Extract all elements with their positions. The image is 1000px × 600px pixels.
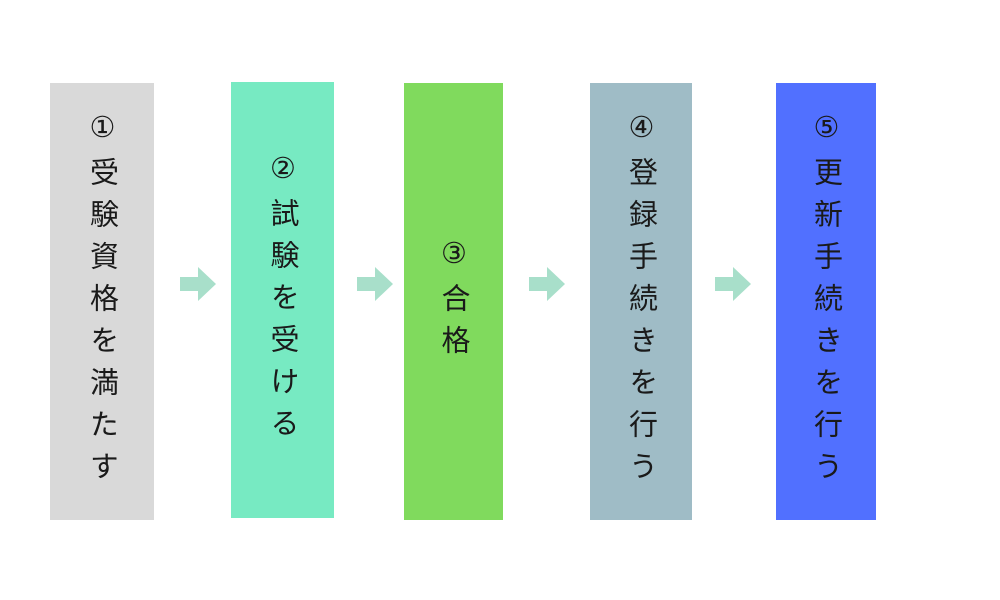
arrow-right-icon [715, 267, 751, 301]
step-3-box: ③合格 [404, 83, 503, 520]
step-4-label: ④登録手続きを行う [624, 110, 659, 493]
step-2-label: ②試験を受ける [266, 150, 300, 450]
step-4-box: ④登録手続きを行う [590, 83, 692, 520]
step-1-box: ①受験資格を満たす [50, 83, 154, 520]
step-5-label: ⑤更新手続きを行う [809, 110, 844, 493]
arrow-right-icon [357, 267, 393, 301]
arrow-right-icon [180, 267, 216, 301]
step-1-label: ①受験資格を満たす [85, 110, 120, 493]
step-5-box: ⑤更新手続きを行う [776, 83, 876, 520]
step-3-label: ③合格 [437, 236, 471, 367]
arrow-right-icon [529, 267, 565, 301]
step-2-box: ②試験を受ける [231, 82, 334, 518]
